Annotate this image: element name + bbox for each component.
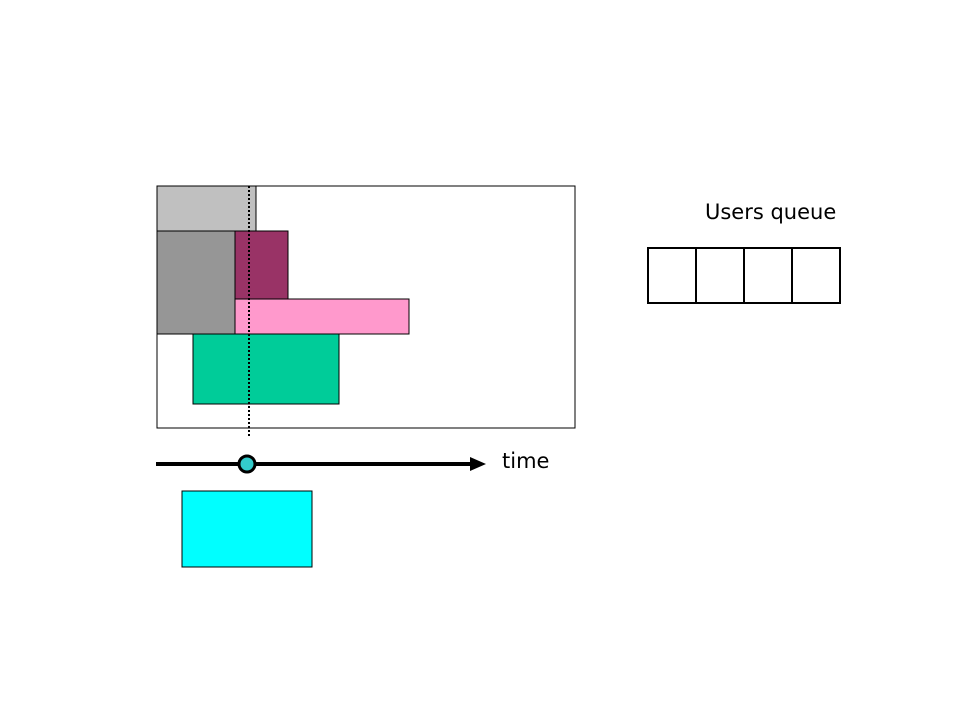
queue-slot — [743, 247, 793, 304]
job-block-pink — [234, 298, 410, 335]
time-axis-arrowhead — [470, 457, 486, 471]
job-block-green — [192, 333, 340, 405]
job-block-maroon — [234, 230, 289, 300]
job-block-gray — [156, 230, 236, 335]
time-axis-label: time — [502, 449, 550, 473]
time-marker — [237, 454, 257, 474]
queue-slot — [647, 247, 697, 304]
incoming-job-block — [181, 490, 313, 568]
job-block-light-gray — [156, 185, 257, 232]
users-queue-label: Users queue — [705, 200, 837, 224]
queue-slot — [791, 247, 841, 304]
queue-slot — [695, 247, 745, 304]
